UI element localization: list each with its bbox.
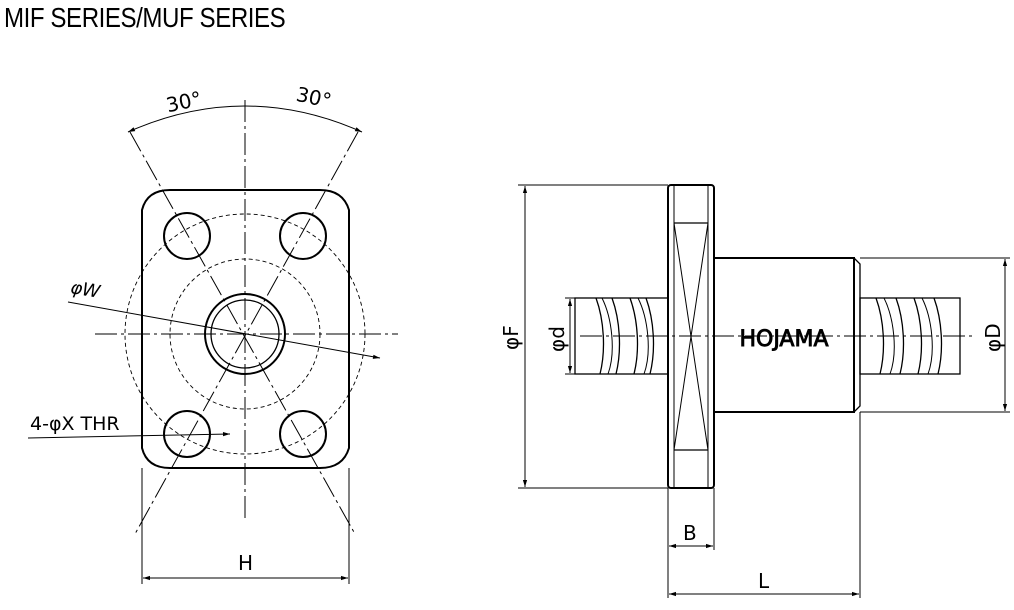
side-view: φF φd HOJAMA — [499, 184, 1010, 598]
radial-line-right — [134, 131, 359, 535]
mount-hole-tr — [279, 212, 327, 260]
mount-hole-br — [279, 410, 327, 458]
dim-l-label: L — [758, 569, 770, 593]
dim-w-label: φW — [69, 277, 103, 303]
angle-right-label: 30° — [294, 82, 334, 113]
front-view: 30° 30° φW 4-φX THR H — [27, 82, 398, 584]
nut-body: HOJAMA — [713, 257, 861, 413]
brand-label: HOJAMA — [739, 327, 828, 352]
dim-x-thr-label: 4-φX THR — [30, 413, 120, 435]
flange-outline — [141, 189, 350, 469]
dim-d-small-label: φd — [545, 326, 569, 352]
dim-d-big-label: φD — [981, 323, 1005, 352]
page-title: MIF SERIES/MUF SERIES — [4, 2, 286, 33]
mount-hole-bl — [163, 410, 211, 458]
x-leader — [27, 432, 231, 439]
mount-hole-tl — [163, 212, 211, 260]
angle-left-label: 30° — [164, 86, 204, 117]
radial-line-left — [129, 131, 356, 535]
w-leader — [67, 301, 381, 359]
dim-f-label: φF — [499, 325, 523, 350]
dim-h-label: H — [238, 551, 253, 575]
dim-b-label: B — [683, 521, 697, 545]
